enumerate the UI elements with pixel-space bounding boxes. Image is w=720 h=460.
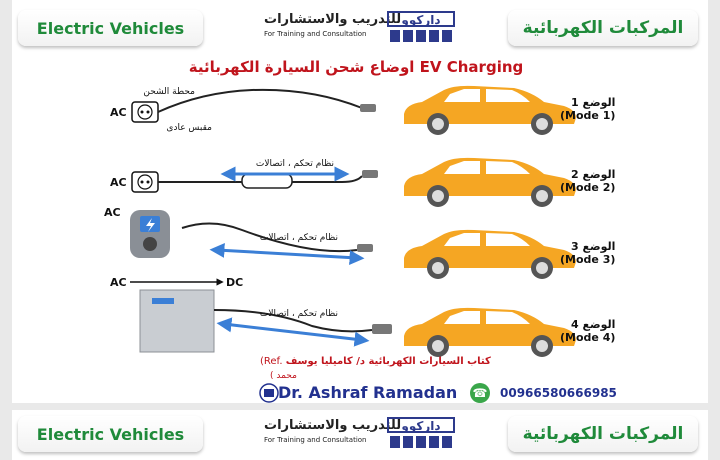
charging-station-label: محطة الشحن (143, 87, 195, 97)
mode-4-row: AC DC نظام تحكم ، اتصالات (110, 276, 576, 357)
next-brand-arabic: للتدريب والاستشارات (264, 418, 402, 433)
next-brand: للتدريب والاستشارات For Training and Con… (258, 414, 458, 454)
mode-4-label: الوضع 4(Mode 4) (560, 318, 616, 344)
header-right-title: المركبات الكهربائية (508, 10, 698, 46)
next-header-right-title: المركبات الكهربائية (508, 416, 698, 452)
reference-name: ( محمد (270, 371, 297, 381)
title-english: EV Charging (419, 58, 524, 76)
next-header-left-title: Electric Vehicles (18, 416, 203, 452)
mode-1-cable (157, 88, 363, 113)
mode-1-ac-label: AC (110, 106, 127, 119)
mode-2-comm-label: نظام تحكم ، اتصالات (256, 159, 334, 169)
mode-1-label: الوضع 1(Mode 1) (560, 96, 616, 122)
slide: Electric Vehicles للتدريب والاستشارات Fo… (12, 0, 708, 403)
mode-3-comm-arrow (209, 242, 365, 266)
reference: (Ref. كتاب السيارات الكهربائية د/ كاميلي… (260, 356, 491, 367)
mode-2-ac-label: AC (110, 176, 127, 189)
brand-arabic: للتدريب والاستشارات (264, 12, 402, 27)
mode-3-ac-label: AC (104, 206, 121, 219)
mode-2-label: الوضع 2(Mode 2) (560, 168, 616, 194)
mode-1-plug-icon (360, 104, 376, 112)
charging-modes-diagram: محطة الشحن AC مقبس عادى AC نظام تحكم ، ا… (104, 85, 576, 357)
mode-3-row: AC نظام تحكم ، اتصالات (104, 206, 576, 279)
reference-source: كتاب السيارات الكهربائية د/ كاميليا يوسف (285, 356, 491, 367)
mode-2-car-icon (404, 157, 576, 207)
author-name: Dr. Ashraf Ramadan (278, 383, 458, 402)
mode-4-car-icon (404, 307, 576, 357)
svg-text:داركوو: داركوو (400, 13, 440, 28)
mode-3-plug-icon (357, 244, 373, 252)
mode-3-comm-label: نظام تحكم ، اتصالات (260, 233, 338, 243)
mode-1-row: محطة الشحن AC مقبس عادى (110, 85, 576, 135)
phone-icon: ☎ (470, 383, 490, 403)
mode-3-car-icon (404, 229, 576, 279)
mode-4-ac-label: AC (110, 276, 127, 289)
author-badge-icon (259, 383, 279, 403)
next-darcoo-logo: داركوو (387, 417, 455, 448)
mode-2-plug-icon (362, 170, 378, 178)
title-arabic: اوضاع شحن السيارة الكهربائية (188, 58, 415, 76)
mode-1-car-icon (404, 85, 576, 135)
mode-2-socket-icon (131, 171, 159, 193)
dc-charger-icon (139, 289, 215, 353)
mode-3-label: الوضع 3(Mode 3) (560, 240, 616, 266)
darcoo-logo: داركوو (387, 11, 455, 42)
mode-1-socket-icon (131, 101, 159, 123)
mode-4-comm-arrow (216, 317, 370, 347)
slide-title: اوضاع شحن السيارة الكهربائية EV Charging (12, 58, 708, 76)
mode-4-dc-label: DC (226, 276, 243, 289)
header-left-title: Electric Vehicles (18, 10, 203, 46)
mode-2-control-box (241, 173, 293, 189)
next-slide-header: Electric Vehicles للتدريب والاستشارات Fo… (12, 410, 708, 460)
brand: للتدريب والاستشارات For Training and Con… (258, 8, 458, 48)
reference-label: (Ref. (260, 356, 283, 367)
brand-english: For Training and Consultation (264, 30, 367, 38)
header: Electric Vehicles للتدريب والاستشارات Fo… (12, 0, 708, 58)
mode-2-cable-b (292, 175, 363, 183)
phone-number: 00966580666985 (500, 386, 617, 400)
normal-socket-label: مقبس عادى (166, 123, 212, 133)
next-brand-english: For Training and Consultation (264, 436, 367, 444)
mode-4-plug-icon (372, 324, 392, 334)
mode-2-row: AC نظام تحكم ، اتصالات (110, 157, 576, 207)
mode-4-comm-label: نظام تحكم ، اتصالات (260, 309, 338, 319)
svg-text:داركوو: داركوو (400, 419, 440, 434)
